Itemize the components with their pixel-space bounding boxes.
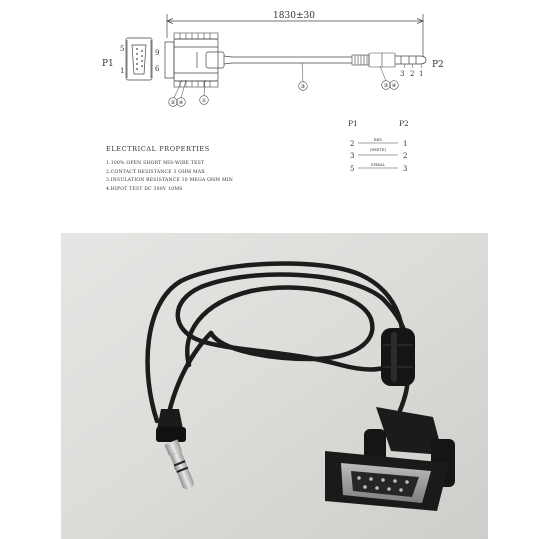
callout-4-plug: ④ [392, 82, 397, 89]
plug-strain-relief [351, 52, 396, 68]
db9-pin-6: 6 [155, 65, 160, 73]
p2-label: P2 [432, 60, 444, 70]
pinout-row-3-p2: 3 [403, 165, 407, 173]
pinout-row-3-wire: SPIRAL [371, 163, 386, 167]
db9-pin-1: 1 [120, 67, 124, 75]
db9-screw-bottom [173, 80, 219, 88]
db9-pin-5: 5 [120, 45, 124, 53]
callout-2-db9: ② [171, 99, 176, 106]
pinout-p1-header: P1 [348, 119, 358, 128]
audio-plug-tip [395, 55, 427, 65]
audio-plug-photo [156, 409, 195, 490]
callout-3-cable: ③ [301, 83, 306, 90]
electrical-properties: ELECTRICAL PROPERTIES 1.100% OPEN SHORT … [106, 145, 336, 194]
db9-end-view [125, 37, 153, 81]
pinout-row-1-p2: 1 [403, 140, 407, 148]
plug-pin-2: 2 [410, 70, 414, 78]
pinout-row-1: 2 RED 1 [350, 138, 407, 148]
plug-pin-3: 3 [400, 70, 404, 78]
pinout-row-3-p1: 5 [350, 165, 354, 173]
pinout-row-1-p1: 2 [350, 140, 354, 148]
electrical-properties-title: ELECTRICAL PROPERTIES [106, 145, 210, 153]
property-line: 3.INSULATION RESISTANCE 10 MEGA OHM MIN [106, 178, 233, 184]
dimension-line [166, 14, 424, 56]
callout-4-db9: ④ [179, 99, 184, 106]
plug-pin-1: 1 [419, 70, 423, 78]
db9-socket-holes [357, 476, 409, 492]
db9-pin-9: 9 [155, 49, 159, 57]
pinout-p2-header: P2 [399, 119, 409, 128]
ferrite-bead [381, 328, 415, 386]
cable-outline [232, 56, 352, 64]
pinout-row-2-p1: 3 [350, 152, 354, 160]
cable-coils [145, 261, 412, 471]
db9-pin-dots [136, 48, 143, 70]
property-line: 4.HIPOT TEST DC 300V 10MS [106, 186, 183, 192]
p1-label: P1 [102, 59, 114, 69]
callout-1: ① [202, 97, 207, 104]
db9-connector-photo [325, 407, 455, 511]
pinout-wires [358, 142, 398, 169]
product-photo [61, 233, 488, 539]
pinout-row-1-wire: RED [374, 138, 382, 142]
callout-circles [168, 80, 399, 107]
pinout-row-2-wire: (WHITE) [370, 148, 387, 152]
db9-side-view [164, 38, 233, 82]
property-line: 1.100% OPEN SHORT MIS-WIRE TEST [106, 161, 205, 166]
pinout-row-3: 5 SPIRAL 3 [350, 163, 407, 173]
callout-3-plug: ③ [384, 82, 389, 89]
property-line: 2.CONTACT RESISTANCE 3 OHM MAX [106, 169, 205, 175]
pinout-row-2-p2: 2 [403, 152, 407, 160]
dimension-text: 1830±30 [273, 11, 315, 21]
db9-screw-top [173, 32, 219, 40]
plug-pin-leaders [403, 63, 423, 69]
pinout-row-2: 3 (WHITE) 2 [350, 148, 407, 160]
cable-technical-drawing: 1830±30 P1 P2 5 9 1 6 [102, 11, 444, 173]
callout-leaders [173, 62, 387, 99]
